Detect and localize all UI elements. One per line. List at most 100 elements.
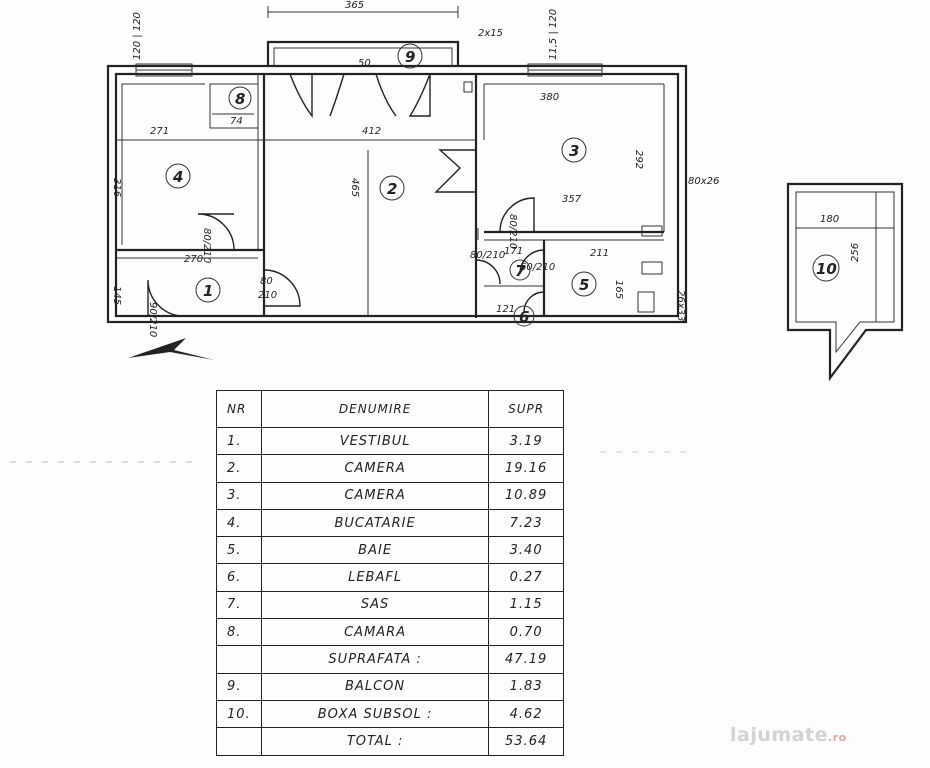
row-nr: 9. (216, 672, 262, 701)
row-area: 47.19 (488, 645, 564, 674)
dim-vent: 2x15 (478, 28, 503, 39)
table-header-row: NR DENUMIRE SUPR (216, 390, 564, 428)
dim-171: 171 (504, 246, 523, 257)
row-area: 3.19 (488, 426, 564, 456)
room-number-2: 2 (387, 180, 397, 198)
row-area: 1.15 (488, 590, 564, 620)
row-name: BUCATARIE (260, 508, 490, 538)
row-nr: 2. (216, 454, 262, 483)
dim-door-sas: 80/210 (470, 250, 505, 261)
dim-316: 316 (111, 178, 122, 197)
room-number-5: 5 (579, 276, 589, 294)
row-name: SAS (260, 590, 490, 620)
dim-windows-right: 11,5 | 120 (548, 9, 559, 60)
dim-256: 256 (850, 243, 861, 262)
dim-door-bath: 60/210 (520, 262, 555, 273)
row-name: BAIE (260, 536, 490, 565)
row-area: 10.89 (488, 481, 564, 510)
room-number-10: 10 (816, 260, 837, 278)
row-area: 1.83 (488, 672, 564, 701)
dim-292: 292 (633, 150, 644, 169)
row-nr: 4. (216, 508, 262, 538)
watermark-brand: lajumate (730, 724, 828, 746)
room-number-1: 1 (203, 282, 213, 300)
row-name: SUPRAFATA : (260, 645, 490, 674)
watermark-logo: lajumate.ro (730, 724, 847, 746)
row-name: CAMERA (260, 454, 490, 483)
dim-270: 270 (184, 254, 203, 265)
dim-74: 74 (230, 116, 243, 127)
doors (147, 73, 545, 317)
col-header-area: SUPR (488, 390, 564, 428)
col-header-nr: NR (216, 390, 262, 428)
dim-165: 165 (613, 280, 624, 299)
dim-211: 211 (590, 248, 609, 259)
row-area: 19.16 (488, 454, 564, 483)
room-number-9: 9 (405, 48, 415, 66)
dimension-labels: 120 | 120 11,5 | 120 2x15 271 412 50 74 … (111, 9, 861, 337)
top-dimension: 365 (267, 0, 459, 18)
room-number-3: 3 (569, 142, 579, 160)
row-name: TOTAL : (260, 727, 490, 756)
row-area: 4.62 (488, 699, 564, 729)
row-area: 0.70 (488, 618, 564, 647)
dim-412: 412 (362, 126, 381, 137)
dim-180: 180 (820, 214, 839, 225)
row-nr: 1. (216, 426, 262, 456)
row-nr: 8. (216, 618, 262, 647)
row-area: 53.64 (488, 727, 564, 756)
entrance-arrow-icon (128, 338, 214, 360)
row-nr: 10. (216, 699, 262, 729)
dim-357: 357 (562, 194, 582, 205)
table-row-subtotal: SUPRAFATA :47.19 (216, 645, 564, 674)
table-row-total: TOTAL :53.64 (216, 727, 564, 756)
row-nr (216, 727, 262, 756)
dim-entrance-door: 90/210 (147, 302, 158, 337)
room-markers: 1 2 3 4 5 6 7 8 9 10 (165, 43, 840, 327)
dim-121: 121 (496, 304, 515, 315)
table-row: 10.BOXA SUBSOL :4.62 (216, 699, 564, 729)
row-nr: 7. (216, 590, 262, 620)
row-area: 0.27 (488, 563, 564, 592)
room-number-7: 7 (515, 262, 526, 280)
dim-windows-left: 120 | 120 (132, 12, 143, 60)
row-nr: 5. (216, 536, 262, 565)
dim-door-room3: 80/210 (507, 214, 518, 249)
dim-door-kitchen: 80/210 (201, 228, 212, 263)
row-name: CAMERA (260, 481, 490, 510)
dim-80x26: 80x26 (688, 176, 719, 187)
dim-50: 50 (358, 58, 371, 69)
row-name: BOXA SUBSOL : (260, 699, 490, 729)
dim-380: 380 (540, 92, 559, 103)
apartment-walls (106, 40, 688, 324)
row-nr: 6. (216, 563, 262, 592)
row-nr: 3. (216, 481, 262, 510)
dim-465: 465 (349, 178, 360, 197)
row-area: 3.40 (488, 536, 564, 565)
watermark-tld: .ro (827, 731, 847, 744)
row-name: VESTIBUL (260, 426, 490, 456)
row-name: CAMARA (260, 618, 490, 647)
row-area: 7.23 (488, 508, 564, 538)
dim-271: 271 (150, 126, 169, 137)
dim-door-vestibul-h: 210 (258, 290, 277, 301)
room-number-8: 8 (235, 90, 245, 108)
row-name: LEBAFL (260, 563, 490, 592)
dim-26x33: 26x33 (675, 290, 686, 321)
dim-door-vestibul-w: 80 (260, 276, 273, 287)
col-header-name: DENUMIRE (260, 390, 490, 428)
row-nr (216, 645, 262, 674)
dim-145: 145 (111, 286, 122, 305)
row-name: BALCON (260, 672, 490, 701)
dim-365: 365 (345, 0, 364, 11)
